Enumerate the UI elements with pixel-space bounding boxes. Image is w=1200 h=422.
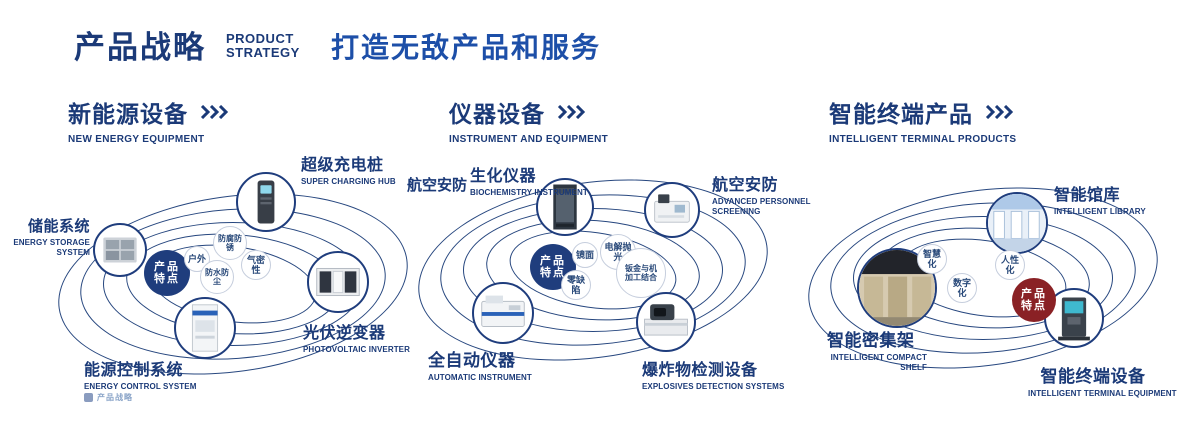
analyzer-product-icon	[481, 295, 525, 328]
intelligent-terminal-equipment-label: 智能终端设备 INTELLIGENT TERMINAL EQUIPMENT	[1028, 362, 1177, 399]
energy-control-system-label-en: ENERGY CONTROL SYSTEM	[84, 382, 197, 391]
inverter-product-icon	[316, 267, 360, 297]
footer-logo-icon	[84, 393, 93, 402]
triple-chevron-icon	[200, 105, 229, 119]
personnel-screening-label-en: ADVANCED PERSONNEL SCREENING	[712, 197, 811, 216]
product-features-hub: 产品 特点	[1012, 278, 1056, 322]
energy-control-system-image	[174, 297, 236, 359]
footer-watermark: 产品战略	[84, 392, 133, 403]
intelligent-library-label-en: INTELLIGENT LIBRARY	[1054, 207, 1146, 216]
section-header-intelligent-terminal: 智能终端产品 INTELLIGENT TERMINAL PRODUCTS	[829, 95, 1016, 145]
intelligent-compact-shelf-label-cn: 智能密集架	[827, 331, 915, 350]
intelligent-library-label: 智能馆库 INTELLIGENT LIBRARY	[1054, 181, 1164, 217]
product-features-hub: 产品 特点	[144, 250, 190, 296]
section-title-new-energy: 新能源设备	[68, 101, 188, 127]
energy-storage-image	[93, 223, 147, 277]
screening-machine-product-icon	[654, 194, 690, 223]
personnel-screening-label-cn: 航空安防	[712, 177, 779, 194]
energy-control-system-label: 能源控制系统 ENERGY CONTROL SYSTEM	[84, 356, 199, 392]
automatic-instrument-image	[472, 282, 534, 344]
feature-bubble: 智慧化	[917, 244, 947, 274]
biochemistry-instrument-image	[536, 178, 594, 236]
photovoltaic-inverter-label-cn: 光伏逆变器	[303, 325, 386, 342]
triple-chevron-icon	[985, 105, 1014, 119]
section-header-new-energy: 新能源设备 NEW ENERGY EQUIPMENT	[68, 95, 230, 145]
orbit-ring	[853, 216, 1113, 340]
aviation-security-side-label: 航空安防	[407, 177, 468, 194]
product-features-line1: 产品	[154, 261, 180, 273]
product-features-line2: 特点	[154, 273, 180, 285]
automatic-instrument-label-cn: 全自动仪器	[428, 351, 516, 370]
photovoltaic-inverter-label: 光伏逆变器 PHOTOVOLTAIC INVERTER	[303, 319, 423, 355]
super-charging-hub-image	[236, 172, 296, 232]
product-features-line1: 产品	[1021, 288, 1047, 300]
super-charging-hub-label-cn: 超级充电桩	[301, 157, 384, 174]
photovoltaic-inverter-image	[307, 251, 369, 313]
energy-storage-label-cn: 储能系统	[27, 218, 90, 235]
intelligent-terminal-equipment-label-en: INTELLIGENT TERMINAL EQUIPMENT	[1028, 389, 1177, 398]
page-title-en-line2: STRATEGY	[226, 45, 300, 60]
feature-bubble: 气密性	[241, 250, 271, 280]
triple-chevron-icon	[557, 105, 586, 119]
energy-storage-product-icon	[103, 237, 137, 263]
automatic-instrument-label-en: AUTOMATIC INSTRUMENT	[428, 373, 532, 382]
biochemistry-instrument-label: 生化仪器 BIOCHEMISTRY INSTRUMENT	[470, 162, 588, 198]
product-features-line2: 特点	[540, 267, 566, 279]
biochemistry-instrument-label-cn: 生化仪器	[470, 168, 537, 185]
kiosk-product-icon	[1058, 297, 1090, 341]
feature-bubble: 防水防尘	[200, 260, 234, 294]
page-title: 产品战略	[74, 30, 206, 65]
product-features-line1: 产品	[540, 255, 566, 267]
section-subtitle-instrument: INSTRUMENT AND EQUIPMENT	[449, 134, 609, 145]
detection-scanner-product-icon	[644, 304, 688, 336]
intelligent-terminal-equipment-image	[1044, 288, 1104, 348]
energy-control-system-label-cn: 能源控制系统	[84, 362, 184, 379]
feature-bubble: 数字化	[947, 273, 977, 303]
super-charging-hub-label: 超级充电桩 SUPER CHARGING HUB	[301, 151, 411, 187]
feature-bubble: 防腐防锈	[213, 226, 247, 260]
page-title-en: PRODUCT STRATEGY	[226, 32, 300, 60]
feature-bubble: 镜面	[572, 242, 598, 268]
feature-bubble: 零缺陷	[561, 270, 591, 300]
energy-storage-label-en: ENERGY STORAGE SYSTEM	[13, 238, 90, 257]
section-subtitle-new-energy: NEW ENERGY EQUIPMENT	[68, 134, 205, 145]
intelligent-terminal-equipment-label-cn: 智能终端设备	[1040, 367, 1146, 386]
page-title-en-line1: PRODUCT	[226, 31, 294, 46]
explosives-detection-label-cn: 爆炸物检测设备	[642, 362, 758, 379]
section-header-instrument: 仪器设备 INSTRUMENT AND EQUIPMENT	[449, 95, 608, 145]
explosives-detection-label-en: EXPLOSIVES DETECTION SYSTEMS	[642, 382, 785, 391]
library-interior-photo-icon	[988, 194, 1046, 252]
intelligent-library-label-cn: 智能馆库	[1054, 187, 1121, 204]
personnel-screening-image	[644, 182, 700, 238]
super-charging-hub-label-en: SUPER CHARGING HUB	[301, 177, 396, 186]
automatic-instrument-label: 全自动仪器 AUTOMATIC INSTRUMENT	[428, 346, 543, 383]
charging-pile-product-icon	[257, 180, 275, 224]
section-subtitle-intelligent-terminal: INTELLIGENT TERMINAL PRODUCTS	[829, 134, 1017, 145]
energy-storage-label: 储能系统 ENERGY STORAGE SYSTEM	[0, 215, 90, 258]
intelligent-compact-shelf-label-en: INTELLIGENT COMPACT SHELF	[830, 353, 927, 372]
section-title-instrument: 仪器设备	[449, 101, 545, 127]
biochemistry-rack-product-icon	[553, 184, 577, 230]
intelligent-compact-shelf-label: 智能密集架 INTELLIGENT COMPACT SHELF	[827, 326, 927, 373]
feature-bubble: 钣金与机加工结合	[616, 248, 666, 298]
personnel-screening-label: 航空安防 ADVANCED PERSONNEL SCREENING	[712, 171, 824, 217]
page-subtitle: 打造无敌产品和服务	[331, 32, 602, 63]
explosives-detection-label: 爆炸物检测设备 EXPLOSIVES DETECTION SYSTEMS	[642, 356, 785, 392]
feature-bubble: 人性化	[995, 250, 1025, 280]
intelligent-library-image	[986, 192, 1048, 254]
product-features-line2: 特点	[1021, 300, 1047, 312]
photovoltaic-inverter-label-en: PHOTOVOLTAIC INVERTER	[303, 345, 410, 354]
control-cabinet-product-icon	[191, 304, 219, 352]
footer-logo-text: 产品战略	[97, 393, 133, 402]
biochemistry-instrument-label-en: BIOCHEMISTRY INSTRUMENT	[470, 188, 588, 197]
explosives-detection-image	[636, 292, 696, 352]
section-title-intelligent-terminal: 智能终端产品	[829, 101, 973, 127]
